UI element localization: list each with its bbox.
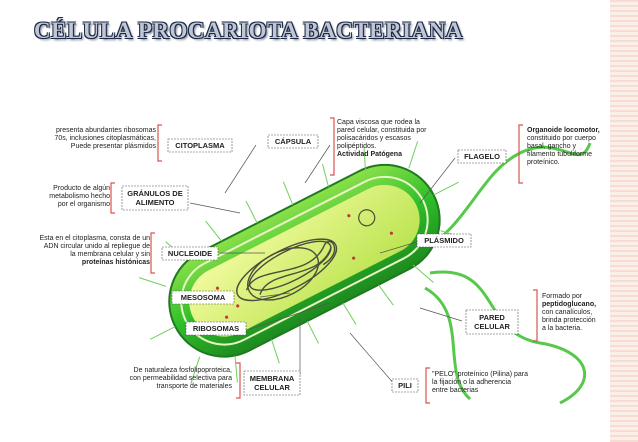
- cytoplasm-shape: [189, 184, 420, 337]
- note-granulos: Producto de algún metabolismo hecho por …: [18, 185, 110, 209]
- note-line: ADN circular unido al repliegue de: [43, 243, 150, 250]
- note-line: brinda protección: [542, 317, 596, 324]
- note-line: Organoide locomotor,: [527, 127, 600, 134]
- note-line: basal, gancho y: [527, 143, 577, 150]
- dna-nucleoid: [236, 238, 338, 302]
- note-nucleoide: Esta en el citoplasma, consta de un ADN …: [4, 235, 150, 267]
- note-line: De naturaleza fosfolipoproteica,: [133, 367, 232, 374]
- annotation-brackets: [110, 117, 538, 404]
- label-membrana: MEMBRANA CELULAR: [249, 374, 295, 392]
- note-line: "PELO" proteínico (Pilina) para: [432, 371, 529, 378]
- bacteria-illustration: [110, 117, 592, 405]
- note-line: metabolismo hecho: [49, 193, 110, 200]
- slide-title: CÉLULA PROCARIOTA BACTERIANA: [34, 18, 463, 43]
- note-membrana: De naturaleza fosfolipoproteica, con per…: [80, 367, 232, 391]
- note-line: transporte de materiales: [156, 383, 232, 390]
- note-line: con permeabilidad selectiva para: [129, 375, 232, 382]
- note-capsula: Capa viscosa que rodea la pared celular,…: [337, 119, 457, 159]
- note-line: presenta abundantes ribosomas: [55, 127, 156, 134]
- bacteria-diagram: CITOPLASMA CÁPSULA FLAGELO GRÁNULOS DE A…: [0, 113, 610, 409]
- note-line: la fijación o la adherencia: [432, 379, 511, 386]
- note-line: proteínico.: [527, 159, 560, 166]
- note-line: peptidoglucano,: [542, 301, 597, 308]
- pointer-lines: [189, 144, 463, 386]
- label-nucleoide: NUCLEOIDE: [167, 249, 213, 258]
- note-line: con canalículos,: [542, 309, 593, 316]
- cell-body: [138, 141, 468, 384]
- label-plasmido: PLÁSMIDO: [424, 236, 464, 245]
- label-pili: PILI: [398, 381, 412, 390]
- note-line: a la bacteria.: [542, 325, 583, 332]
- note-citoplasma: presenta abundantes ribosomas 70s, inclu…: [18, 127, 156, 151]
- slide-decorative-border: [610, 0, 638, 442]
- note-line: Puede presentar plásmidos: [70, 143, 156, 150]
- note-line: filamento tubuliforme: [527, 151, 592, 158]
- label-capsula: CÁPSULA: [274, 137, 312, 146]
- flagella: [419, 142, 592, 405]
- label-granulos: GRÁNULOS DE ALIMENTO: [127, 189, 183, 207]
- note-line: constituido por cuerpo: [527, 135, 596, 142]
- note-line: polisacáridos y escasos: [337, 135, 411, 142]
- label-flagelo: FLAGELO: [464, 152, 500, 161]
- note-line: por el organismo: [57, 201, 110, 208]
- note-pared: Formado por peptidoglucano, con canalícu…: [542, 293, 608, 333]
- label-mesosoma: MESOSOMA: [180, 293, 226, 302]
- ribosome-dots: [215, 214, 394, 319]
- label-boxes: [121, 134, 519, 396]
- note-pili: "PELO" proteínico (Pilina) para la fijac…: [432, 371, 582, 395]
- plasmid-shape: [358, 209, 376, 227]
- note-line: Capa viscosa que rodea la: [337, 119, 420, 126]
- label-citoplasma: CITOPLASMA: [175, 141, 225, 150]
- note-line: Actividad Patógena: [337, 151, 402, 158]
- note-line: Esta en el citoplasma, consta de un: [39, 235, 150, 242]
- cell-wall-ring: [180, 175, 429, 346]
- note-line: proteínas histónicas: [81, 259, 150, 266]
- note-line: entre bacterias: [432, 387, 479, 394]
- note-line: la membrana celular y sin: [70, 251, 150, 258]
- note-line: 70s, inclusiones citoplasmáticas,: [54, 135, 156, 142]
- note-line: Formado por: [542, 293, 583, 300]
- label-ribosomas: RIBOSOMAS: [192, 324, 240, 333]
- label-pared: PARED CELULAR: [474, 313, 510, 331]
- note-line: polipéptidos.: [337, 143, 377, 150]
- note-line: Producto de algún: [53, 185, 110, 192]
- note-line: pared celular, constituida por: [337, 127, 427, 134]
- note-flagelo: Organoide locomotor, constituido por cue…: [527, 127, 607, 167]
